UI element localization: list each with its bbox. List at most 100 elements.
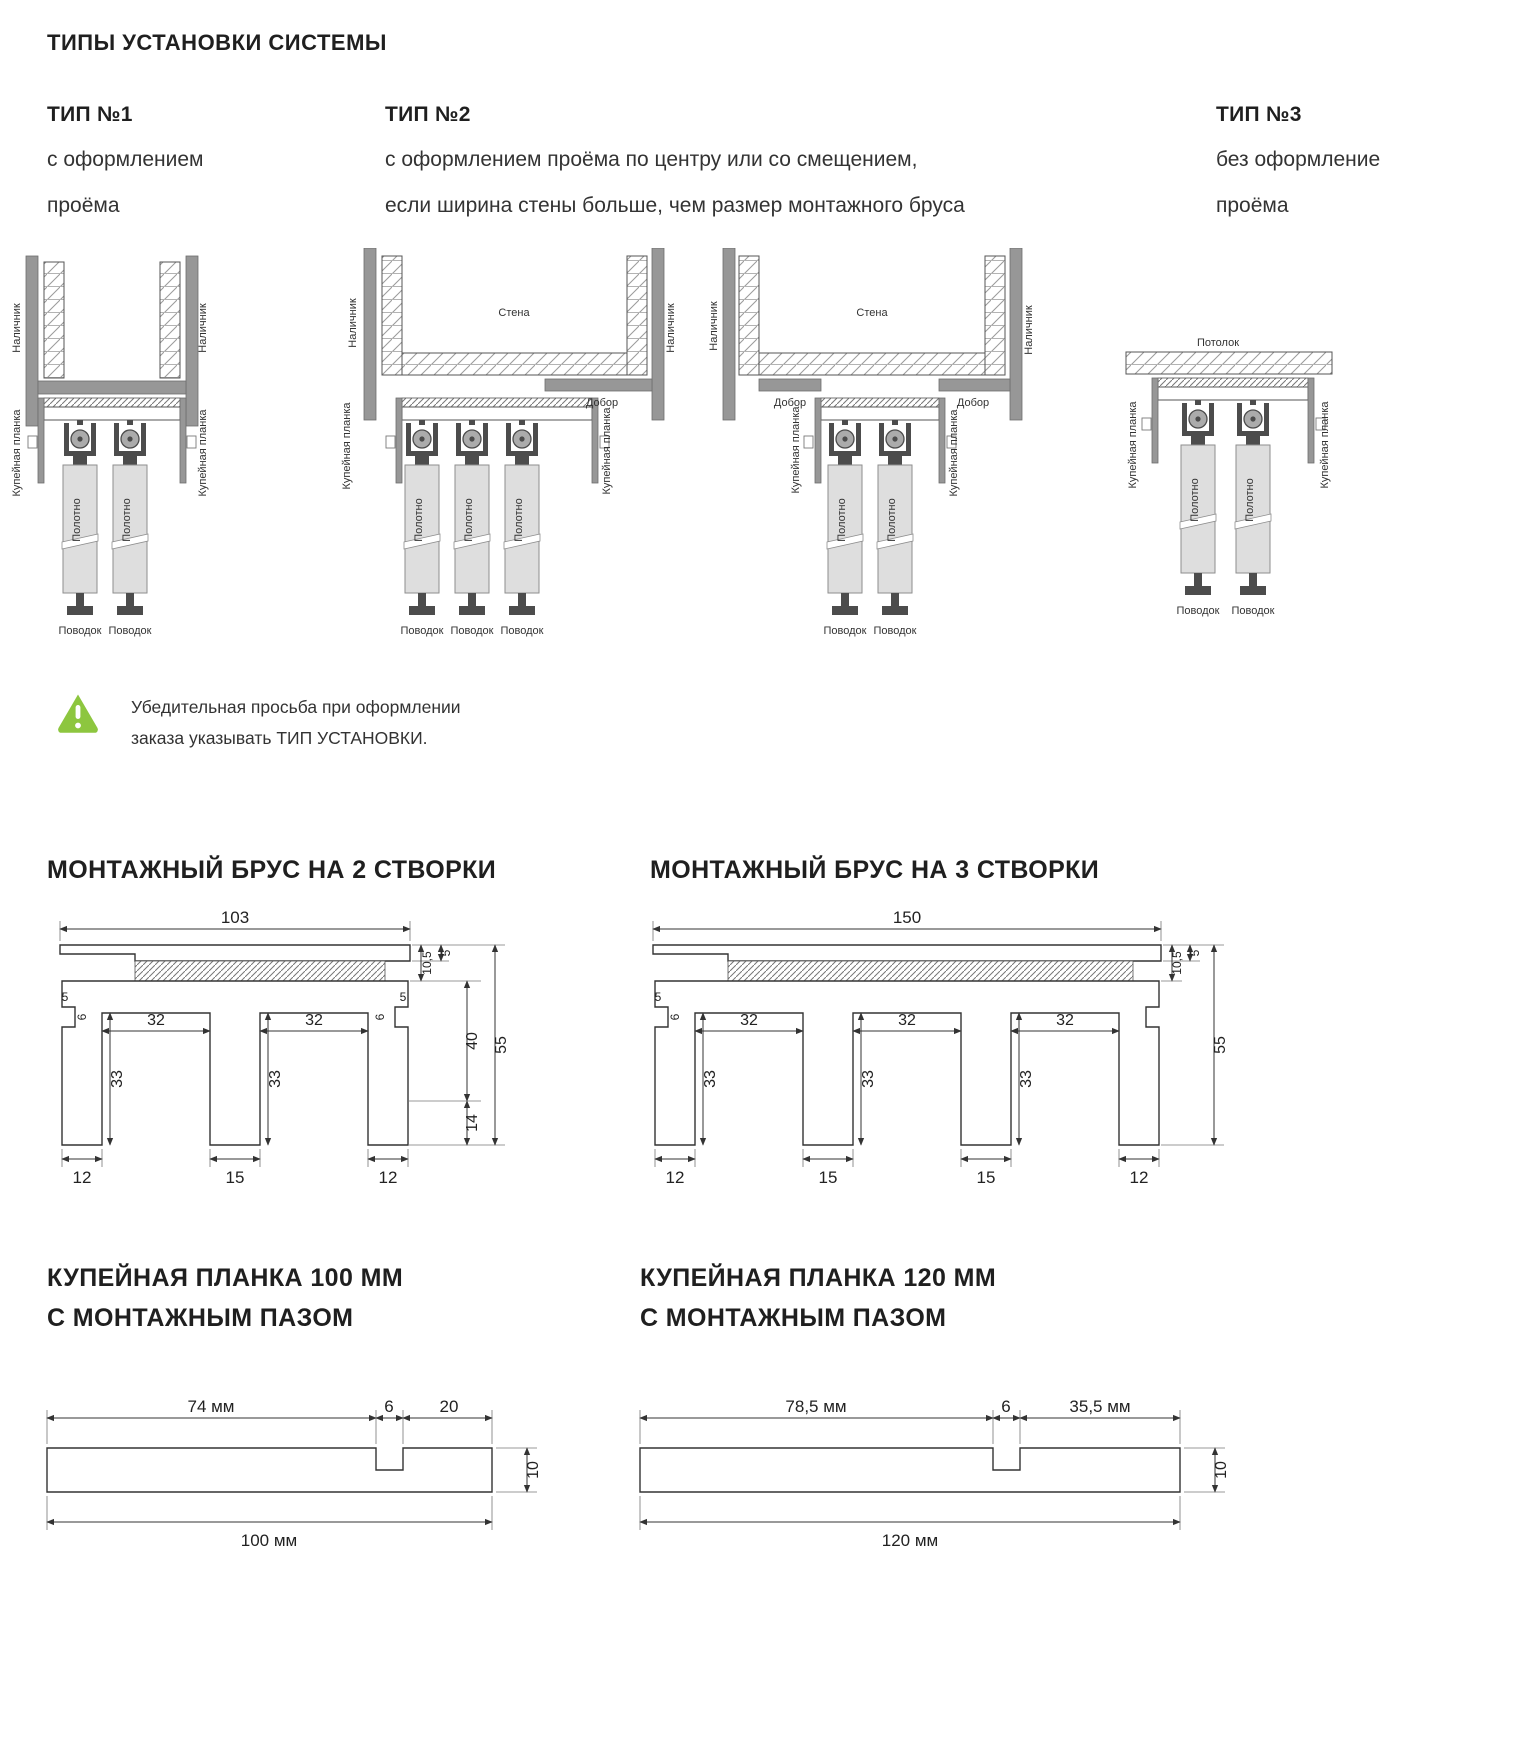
spacer-right	[946, 435, 957, 449]
spacer-right	[599, 435, 610, 449]
dim-b3: 15	[977, 1168, 996, 1187]
casing-left	[25, 255, 39, 427]
wall-right	[626, 255, 648, 376]
wall-left	[43, 261, 65, 379]
polotno-label: Полотно	[413, 498, 425, 541]
dim-tooth1: 33	[109, 1070, 126, 1088]
dim-mid: 40	[464, 1032, 481, 1050]
dobor-label: Добор	[774, 397, 806, 409]
beam-profile	[61, 980, 409, 1146]
mount-beam	[1157, 386, 1309, 401]
polotno-label: Полотно	[121, 498, 133, 541]
dim-b1: 12	[666, 1168, 685, 1187]
coupe-plank-right	[179, 397, 187, 484]
wall-right	[159, 261, 181, 379]
casing-left	[363, 248, 377, 421]
dobor-board-left	[758, 378, 822, 392]
wall-left	[381, 255, 403, 376]
beam-3-title: МОНТАЖНЫЙ БРУС НА 3 СТВОРКИ	[650, 856, 1100, 884]
dim-total: 100 мм	[241, 1531, 297, 1550]
beam-profile	[654, 980, 1160, 1146]
plank-profile	[46, 1447, 493, 1493]
plank-120-drawing: 78,5 мм 6 35,5 мм 10 120 мм	[639, 1397, 1230, 1550]
type-3-desc: без оформление проёма	[1216, 148, 1381, 218]
dim-b3: 12	[379, 1168, 398, 1187]
beam-2-drawing: 103 10,5 5 40 14 55 32 32 33 33 5 6	[59, 908, 510, 1187]
beam-pad	[43, 397, 181, 408]
type-3-heading: ТИП №3 без оформление проёма	[1216, 103, 1516, 229]
dim-notch-w-left: 5	[655, 990, 662, 1004]
dimensions: 103 10,5 5 40 14 55 32 32 33 33 5 6	[59, 908, 510, 1187]
nalichnik-label: Наличник	[665, 303, 677, 353]
plank-profile	[639, 1447, 1181, 1493]
povodok-label: Поводок	[1232, 605, 1275, 617]
dobor-label: Добор	[957, 397, 989, 409]
type-1-heading: ТИП №1 с оформлением проёма	[47, 103, 347, 229]
polotno-label: Полотно	[463, 498, 475, 541]
kupe-planka-label: Купейная планка	[11, 409, 23, 497]
povodok-label: Поводок	[501, 625, 544, 637]
dim-notch-w-left: 5	[62, 990, 69, 1004]
warning-text-line1: Убедительная просьба при оформлении	[131, 697, 461, 717]
nalichnik-label: Наличник	[197, 303, 209, 353]
dim-left: 78,5 мм	[785, 1397, 846, 1416]
dim-notch-h-right: 6	[373, 1013, 387, 1020]
diagram-type1: Наличник Наличник Купейная планка Купейн…	[11, 255, 209, 637]
stena-label: Стена	[498, 307, 530, 319]
wall-strip	[401, 352, 628, 376]
dim-tooth2: 33	[860, 1070, 877, 1088]
povodok-label: Поводок	[451, 625, 494, 637]
dim-left: 74 мм	[187, 1397, 234, 1416]
beam-pad	[1157, 377, 1309, 388]
dim-notch: 6	[384, 1397, 393, 1416]
dimensions: 74 мм 6 20 10 100 мм	[46, 1397, 542, 1550]
mount-beam	[43, 406, 181, 421]
plank-100-title: КУПЕЙНАЯ ПЛАНКА 100 ММ С МОНТАЖНЫМ ПАЗОМ	[47, 1264, 404, 1332]
kupe-planka-label: Купейная планка	[1319, 401, 1331, 489]
dim-gap2: 32	[898, 1012, 916, 1029]
dim-height: 55	[1212, 1036, 1229, 1054]
dim-plate-pad: 10,5	[420, 951, 434, 975]
casing-left	[722, 248, 736, 421]
dim-total: 120 мм	[882, 1531, 938, 1550]
warning-text: Убедительная просьба при оформлении зака…	[131, 692, 461, 753]
wall-strip	[758, 352, 986, 376]
dim-b4: 12	[1130, 1168, 1149, 1187]
beam-pad	[401, 397, 593, 408]
mount-beam	[820, 406, 940, 421]
dim-gap2: 32	[305, 1012, 323, 1029]
kupe-planka-label: Купейная планка	[341, 402, 353, 490]
spacer-right	[1315, 417, 1326, 431]
wall-right	[984, 255, 1006, 376]
mount-beam	[401, 406, 593, 421]
dim-b2: 15	[819, 1168, 838, 1187]
povodok-label: Поводок	[1177, 605, 1220, 617]
dimensions: 78,5 мм 6 35,5 мм 10 120 мм	[639, 1397, 1230, 1550]
page-title: ТИПЫ УСТАНОВКИ СИСТЕМЫ	[47, 30, 387, 55]
beam-pad	[820, 397, 940, 408]
dim-gap3: 32	[1056, 1012, 1074, 1029]
povodok-label: Поводок	[874, 625, 917, 637]
polotno-label: Полотно	[1189, 478, 1201, 521]
povodok-label: Поводок	[109, 625, 152, 637]
type-2-name: ТИП №2	[385, 103, 471, 126]
warning-note: Убедительная просьба при оформлении зака…	[55, 692, 461, 753]
dim-notch-h-left: 6	[668, 1013, 682, 1020]
spacer-left	[27, 435, 38, 449]
dim-b1: 12	[73, 1168, 92, 1187]
casing-right	[651, 248, 665, 421]
coupe-plank-right	[938, 397, 946, 484]
kupe-planka-label: Купейная планка	[197, 409, 209, 497]
pad-layer	[134, 960, 386, 982]
dobor-board	[544, 378, 653, 392]
kupe-planka-label: Купейная планка	[790, 406, 802, 494]
dim-tooth3: 33	[1018, 1070, 1035, 1088]
casing-right	[185, 255, 199, 427]
coupe-plank-left	[814, 397, 822, 484]
dim-tooth1: 33	[702, 1070, 719, 1088]
nalichnik-label: Наличник	[11, 303, 23, 353]
type-2-desc: с оформлением проёма по центру или со см…	[385, 148, 965, 218]
polotno-label: Полотно	[1244, 478, 1256, 521]
dim-width: 150	[893, 908, 921, 927]
povodok-label: Поводок	[401, 625, 444, 637]
